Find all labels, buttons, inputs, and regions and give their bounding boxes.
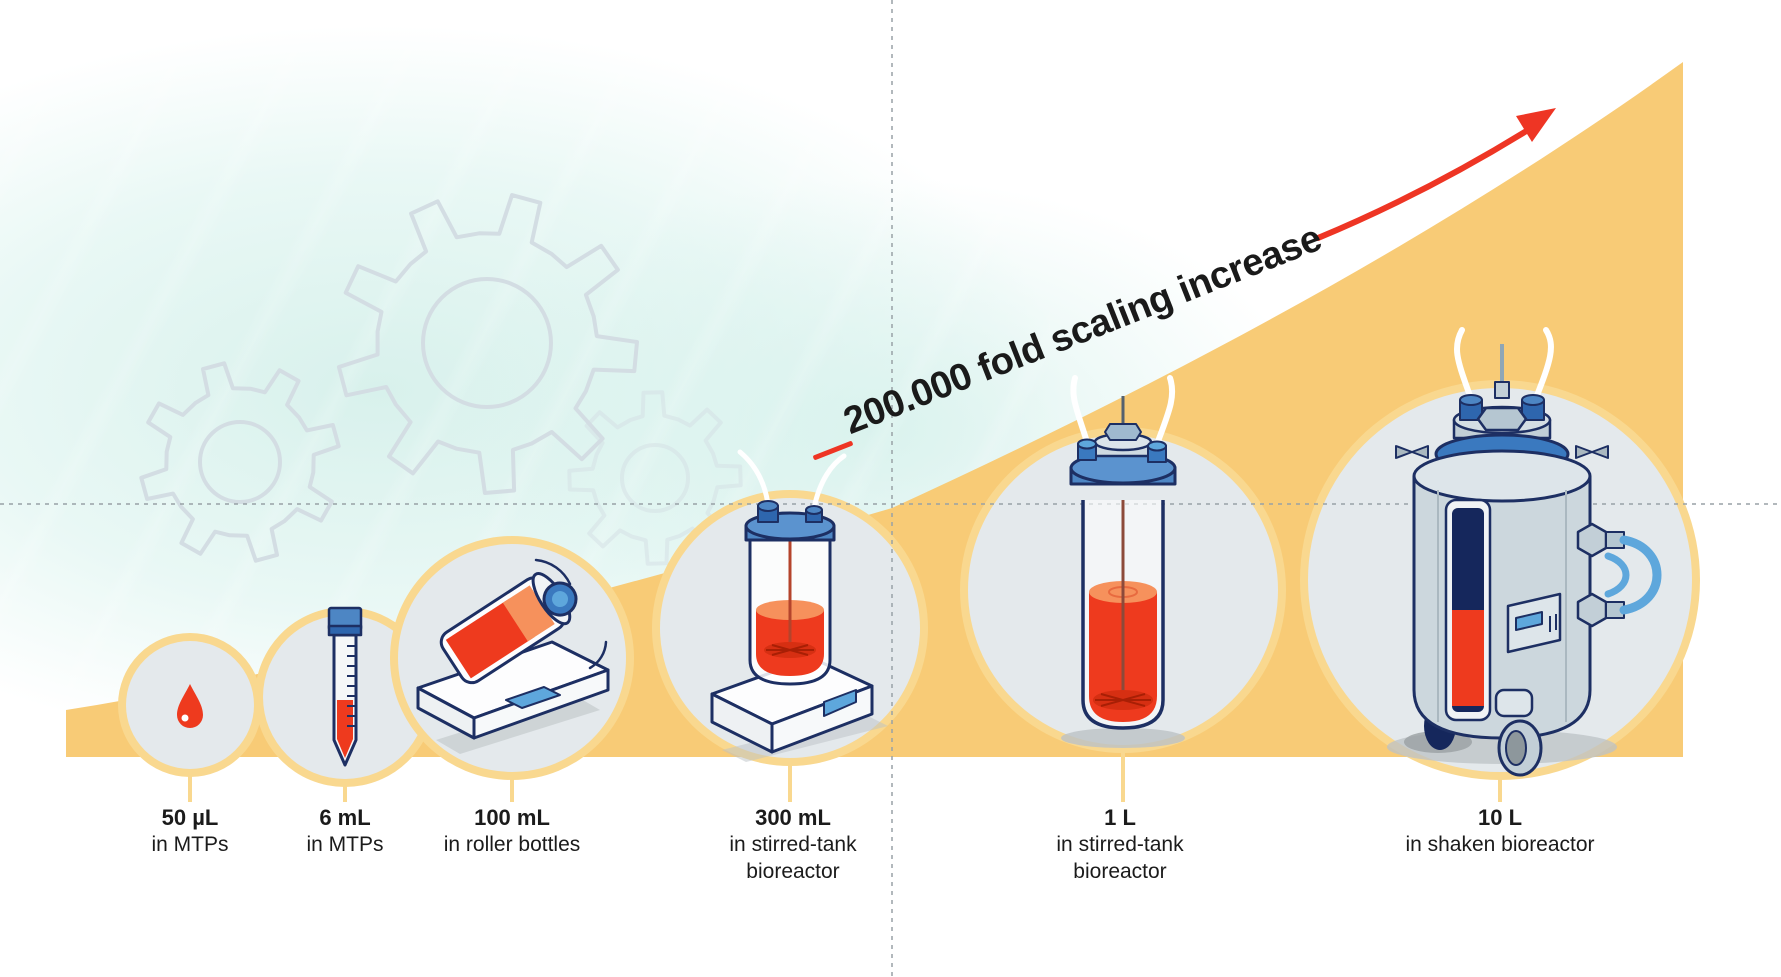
gear-small-icon: [139, 361, 341, 563]
gear-faint-icon: [567, 390, 743, 566]
stage-label-50ul: 50 µL in MTPs: [151, 804, 228, 858]
stirred-tank-large-icon: [1061, 375, 1185, 748]
stage-label-6ml: 6 mL in MTPs: [306, 804, 383, 858]
stage-volume: 1 L: [1104, 805, 1136, 830]
stage-label-100ml: 100 mL in roller bottles: [444, 804, 581, 858]
stirred-tank-small-icon: [710, 449, 888, 762]
shaken-bioreactor-icon: [1387, 327, 1662, 777]
stage-desc: in MTPs: [151, 833, 229, 856]
stage-desc: in MTPs: [306, 833, 384, 856]
stage-label-1l: 1 L in stirred-tank bioreactor: [1056, 804, 1183, 885]
stage-volume: 10 L: [1477, 805, 1523, 830]
stage-desc: in shaken bioreactor: [1405, 833, 1595, 856]
droplet-icon: [177, 684, 203, 728]
stage-volume: 100 mL: [474, 805, 550, 830]
stage-volume: 6 mL: [319, 805, 371, 830]
stage-volume: 50 µL: [161, 805, 219, 830]
stage-volume: 300 mL: [755, 805, 831, 830]
gear-large-icon: [336, 193, 639, 495]
stage-desc: in stirred-tank: [1056, 833, 1184, 856]
growth-arrow-icon: [1315, 108, 1556, 241]
falcon-tube-icon: [327, 606, 363, 767]
stage-label-10l: 10 L in shaken bioreactor: [1405, 804, 1594, 858]
stage-label-300ml: 300 mL in stirred-tank bioreactor: [729, 804, 856, 885]
stage-desc: bioreactor: [746, 860, 840, 883]
stage-desc: in roller bottles: [443, 833, 581, 856]
roller-bottle-icon: [416, 558, 610, 754]
stage-desc: bioreactor: [1073, 860, 1167, 883]
stage-desc: in stirred-tank: [729, 833, 857, 856]
gears-background: [139, 193, 743, 566]
